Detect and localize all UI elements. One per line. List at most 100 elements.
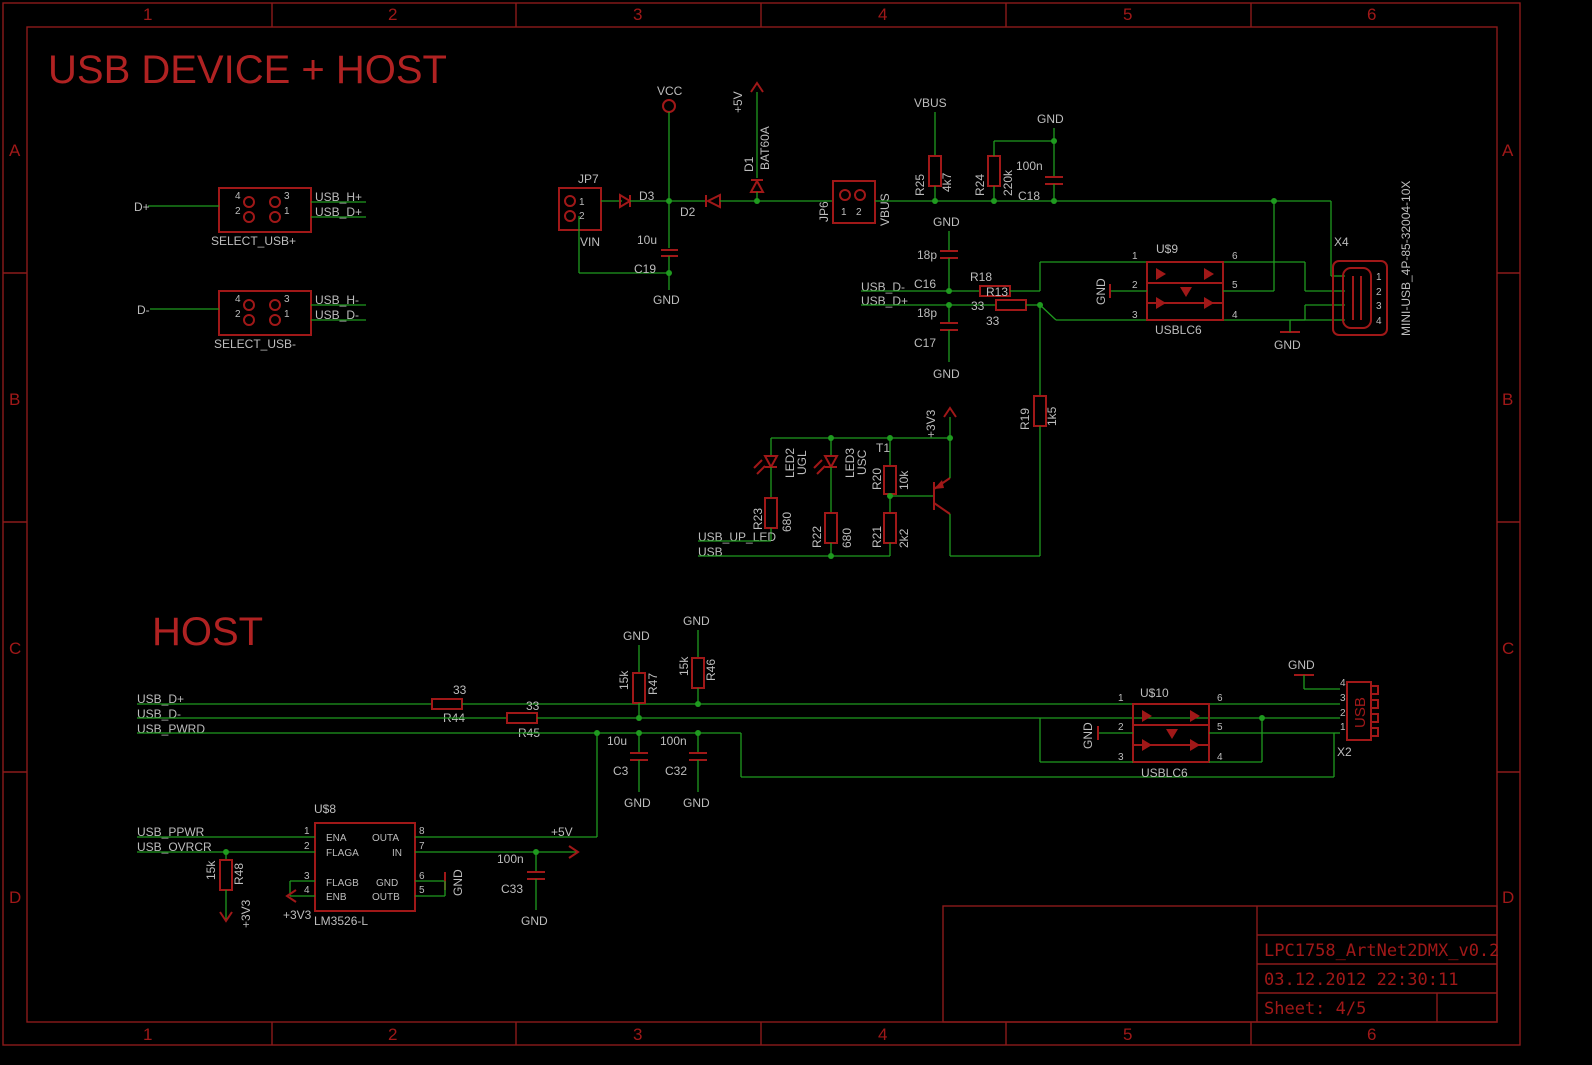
- p3v3-led: +3V3: [924, 409, 938, 438]
- r24-value: 220k: [1001, 169, 1015, 196]
- zone-row-a-left: A: [9, 141, 21, 160]
- c17-label: C17: [914, 336, 936, 350]
- vbus-jp6-label: VBUS: [878, 193, 892, 226]
- svg-text:3: 3: [304, 871, 310, 882]
- gnd-c3: GND: [624, 796, 651, 810]
- net-usb-up-led: USB_UP_LED: [698, 530, 776, 544]
- svg-text:2: 2: [1118, 722, 1124, 733]
- gnd-r46: GND: [683, 614, 710, 628]
- net-d-plus: D+: [134, 200, 150, 214]
- zone-row-c-left: C: [9, 639, 21, 658]
- print-datetime: 03.12.2012 22:30:11: [1264, 970, 1458, 990]
- svg-text:1: 1: [284, 206, 290, 217]
- svg-text:1: 1: [304, 826, 310, 837]
- r25-value: 4k7: [940, 172, 954, 192]
- gnd-c32: GND: [683, 796, 710, 810]
- zone-col-6-bottom: 6: [1367, 1025, 1376, 1044]
- net-dev-usb-dm: USB_D-: [861, 280, 905, 294]
- led2-label: LED2: [783, 448, 797, 478]
- svg-text:2: 2: [1376, 287, 1382, 298]
- zone-row-d-left: D: [9, 888, 21, 907]
- r20-label: R20: [870, 468, 884, 490]
- vbus-divider: VBUS R25 4k7 R24 220k GND 100n C18: [875, 96, 1331, 204]
- zone-col-2-top: 2: [388, 5, 397, 24]
- p5v-u8: +5V: [551, 825, 573, 839]
- svg-text:4: 4: [1232, 310, 1238, 321]
- svg-text:3: 3: [1340, 693, 1346, 704]
- select-usb-plus-jumper: D+ USB_H+ USB_D+ 4 3 2 1 SELECT_USB+: [134, 187, 366, 248]
- led3-label: LED3: [843, 448, 857, 478]
- svg-text:FLAGA: FLAGA: [326, 848, 359, 859]
- r25-label: R25: [913, 174, 927, 196]
- p5v-label: +5V: [731, 91, 745, 113]
- r47-value: 15k: [617, 670, 631, 690]
- svg-text:5: 5: [1232, 280, 1238, 291]
- usb-host-data: USB_D+ USB_D- USB_PWRD 33 R44 33 R45 GND…: [137, 614, 1340, 837]
- svg-text:ENA: ENA: [326, 833, 347, 844]
- svg-text:2: 2: [579, 211, 585, 222]
- r45-value: 33: [526, 699, 540, 713]
- u10-label: U$10: [1140, 686, 1169, 700]
- r21-label: R21: [870, 526, 884, 548]
- u8-label: U$8: [314, 802, 336, 816]
- jp6-label: JP6: [817, 201, 831, 222]
- gnd-c18: GND: [1037, 112, 1064, 126]
- svg-text:2: 2: [856, 207, 862, 218]
- zone-row-a-right: A: [1502, 141, 1514, 160]
- t1-label: T1: [876, 441, 890, 455]
- gnd-u9: GND: [1094, 278, 1108, 305]
- led2-value: UGL: [795, 450, 809, 475]
- svg-text:ENB: ENB: [326, 892, 347, 903]
- svg-text:1: 1: [841, 207, 847, 218]
- net-host-usb-pwrd: USB_PWRD: [137, 722, 205, 736]
- r44-value: 33: [453, 683, 467, 697]
- svg-text:8: 8: [419, 826, 425, 837]
- svg-text:1: 1: [1132, 251, 1138, 262]
- zone-col-4-top: 4: [878, 5, 887, 24]
- svg-text:3: 3: [1376, 301, 1382, 312]
- svg-text:4: 4: [235, 191, 241, 202]
- gnd-x4: GND: [1274, 338, 1301, 352]
- svg-text:6: 6: [1217, 693, 1223, 704]
- net-usb-d-minus: USB_D-: [315, 308, 359, 322]
- net-usb-ovrcr: USB_OVRCR: [137, 840, 212, 854]
- main-section-title: USB DEVICE + HOST: [48, 48, 447, 92]
- svg-text:4: 4: [1340, 678, 1346, 689]
- svg-text:2: 2: [1340, 708, 1346, 719]
- x4-label: X4: [1334, 235, 1349, 249]
- r18-label: R18: [970, 270, 992, 284]
- c16-label: C16: [914, 277, 936, 291]
- svg-text:4: 4: [1376, 316, 1382, 327]
- vbus-label: VBUS: [914, 96, 947, 110]
- x2-type: USB: [1352, 697, 1369, 728]
- c18-value: 100n: [1016, 159, 1043, 173]
- svg-text:2: 2: [1132, 280, 1138, 291]
- d1-value: BAT60A: [758, 126, 772, 170]
- svg-text:3: 3: [1118, 752, 1124, 763]
- c32-value: 100n: [660, 734, 687, 748]
- gnd-u10: GND: [1081, 722, 1095, 749]
- zone-row-d-right: D: [1502, 888, 1514, 907]
- svg-text:OUTA: OUTA: [372, 833, 399, 844]
- svg-text:2: 2: [304, 841, 310, 852]
- svg-text:FLAGB: FLAGB: [326, 878, 359, 889]
- u10-type: USBLC6: [1141, 766, 1188, 780]
- x4-mini-usb-connector: GND 1 2 3 4 X4 MINI-USB_4P-85-32004-10X: [1274, 181, 1413, 352]
- p3v3-u8: +3V3: [283, 908, 312, 922]
- svg-text:1: 1: [1118, 693, 1124, 704]
- zone-col-5-top: 5: [1123, 5, 1132, 24]
- x2-label: X2: [1337, 745, 1352, 759]
- svg-text:4: 4: [235, 294, 241, 305]
- svg-text:OUTB: OUTB: [372, 892, 400, 903]
- r47-label: R47: [646, 673, 660, 695]
- zone-row-b-left: B: [9, 390, 20, 409]
- net-d-minus: D-: [137, 303, 150, 317]
- r46-label: R46: [704, 659, 718, 681]
- zone-col-2-bottom: 2: [388, 1025, 397, 1044]
- svg-text:3: 3: [1132, 310, 1138, 321]
- r13-value: 33: [986, 314, 1000, 328]
- svg-text:1: 1: [1376, 272, 1382, 283]
- gnd-r47: GND: [623, 629, 650, 643]
- c3-label: C3: [613, 764, 629, 778]
